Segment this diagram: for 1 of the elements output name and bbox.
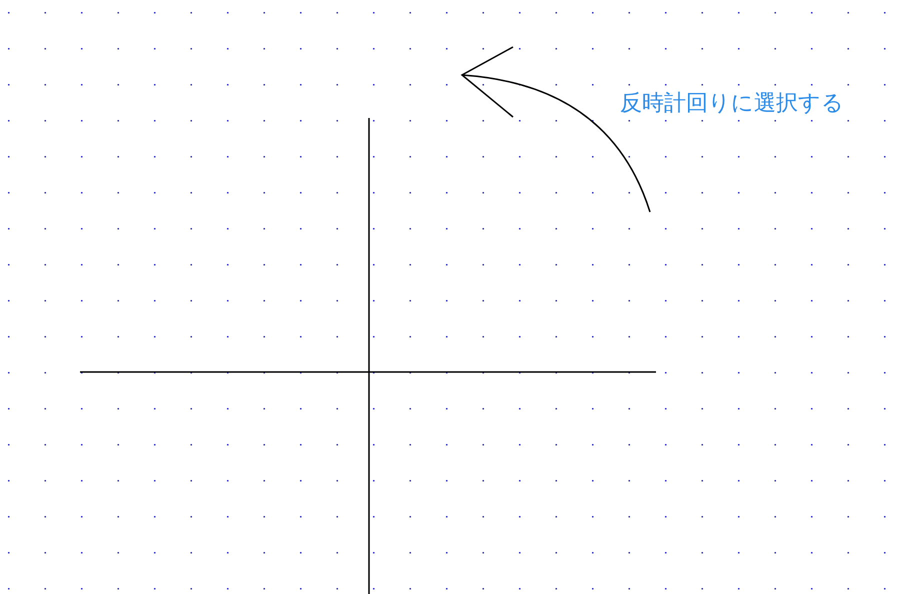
instruction-text: 反時計回りに選択する bbox=[620, 90, 844, 118]
